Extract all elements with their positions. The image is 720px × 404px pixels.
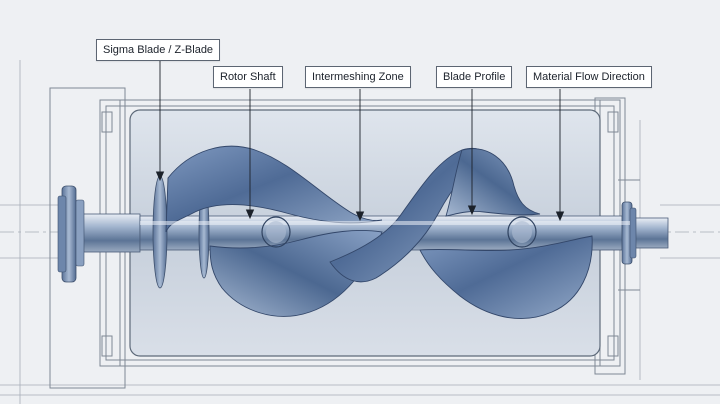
- shaft-left-extension: [75, 213, 141, 253]
- label-material-flow-direction: Material Flow Direction: [526, 66, 652, 88]
- label-blade-profile: Blade Profile: [436, 66, 513, 88]
- leader-lines: [155, 57, 565, 222]
- sigma-blade-left-upper: [165, 145, 383, 233]
- sigma-blade-right-lower: [419, 235, 593, 319]
- shaft-hubs: [261, 216, 537, 248]
- shaft-highlight: [140, 221, 630, 225]
- right-flange: [621, 201, 669, 265]
- sigma-blade-right-upper: [445, 148, 541, 217]
- label-intermeshing-zone: Intermeshing Zone: [305, 66, 411, 88]
- left-flange: [57, 185, 85, 283]
- label-sigma-blade: Sigma Blade / Z-Blade: [96, 39, 221, 61]
- label-rotor-shaft: Rotor Shaft: [213, 66, 283, 88]
